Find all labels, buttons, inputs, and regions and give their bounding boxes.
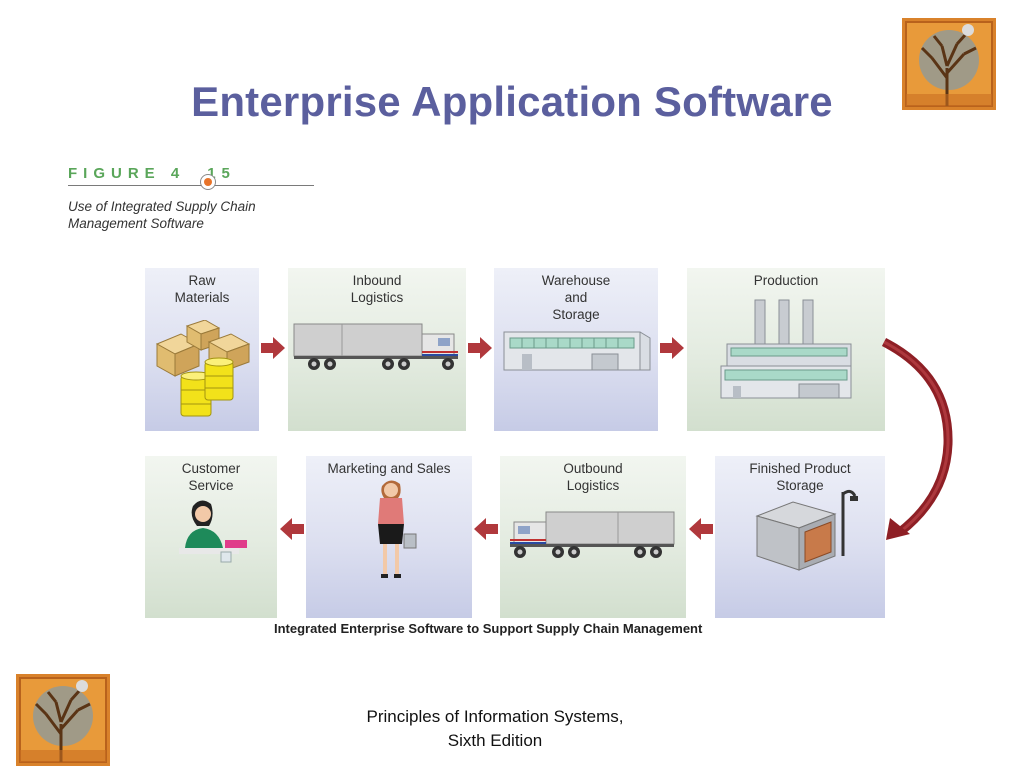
truck-icon bbox=[293, 323, 458, 370]
figure-label-left: FIGURE 4 bbox=[68, 165, 186, 182]
factory-icon bbox=[720, 299, 852, 399]
diagram-caption: Integrated Enterprise Software to Suppor… bbox=[274, 621, 703, 636]
figure-marker-icon bbox=[200, 174, 216, 190]
footer-text: Principles of Information Systems, Sixth… bbox=[300, 705, 690, 753]
step-label-line: Warehouse bbox=[541, 273, 611, 288]
arrow-left-icon bbox=[280, 518, 304, 540]
figure-caption-line1: Use of Integrated Supply Chain bbox=[68, 199, 256, 214]
arrow-left-icon bbox=[689, 518, 713, 540]
salesperson-icon bbox=[378, 480, 417, 578]
step-label-line: Customer bbox=[181, 461, 241, 476]
figure-caption: Use of Integrated Supply Chain Managemen… bbox=[68, 198, 256, 232]
crates-and-barrels-icon bbox=[155, 320, 251, 417]
step-label-line: Inbound bbox=[352, 273, 402, 288]
tree-logo-bottom bbox=[16, 674, 110, 766]
curved-arrow-icon bbox=[881, 338, 953, 540]
step-raw-materials: Raw Materials bbox=[145, 268, 259, 431]
step-label-line: Storage bbox=[776, 478, 824, 493]
tree-logo-top bbox=[902, 18, 996, 110]
step-label-line: Storage bbox=[552, 307, 600, 322]
step-marketing-sales: Marketing and Sales bbox=[306, 456, 472, 618]
step-warehouse-storage: Warehouse and Storage bbox=[494, 268, 658, 431]
step-label-line: Outbound bbox=[563, 461, 623, 476]
step-label-line: Service bbox=[188, 478, 234, 493]
figure-rule bbox=[68, 185, 314, 186]
arrow-right-icon bbox=[660, 337, 684, 359]
footer-line2: Sixth Edition bbox=[447, 731, 543, 750]
page-title: Enterprise Application Software bbox=[191, 78, 833, 125]
step-label-line: Production bbox=[753, 273, 819, 288]
step-label-line: Raw bbox=[188, 273, 216, 288]
step-outbound-logistics: Outbound Logistics bbox=[500, 456, 686, 618]
arrow-right-icon bbox=[468, 337, 492, 359]
arrow-left-icon bbox=[474, 518, 498, 540]
step-finished-product-storage: Finished Product Storage bbox=[715, 456, 885, 618]
step-label-line: Materials bbox=[174, 290, 230, 305]
step-production: Production bbox=[687, 268, 885, 431]
step-customer-service: Customer Service bbox=[145, 456, 277, 618]
step-label-line: Logistics bbox=[350, 290, 404, 305]
customer-service-agent-icon bbox=[179, 500, 247, 563]
warehouse-icon bbox=[503, 331, 651, 371]
step-inbound-logistics: Inbound Logistics bbox=[288, 268, 466, 431]
footer-line1: Principles of Information Systems, bbox=[366, 707, 624, 726]
truck-icon bbox=[510, 511, 675, 558]
figure-caption-line2: Management Software bbox=[68, 216, 204, 231]
storage-building-icon bbox=[755, 489, 858, 571]
arrow-right-icon bbox=[261, 337, 285, 359]
step-label-line: Marketing and Sales bbox=[327, 461, 451, 476]
step-label-line: Finished Product bbox=[749, 461, 851, 476]
step-label-line: and bbox=[564, 290, 588, 305]
step-label-line: Logistics bbox=[566, 478, 620, 493]
